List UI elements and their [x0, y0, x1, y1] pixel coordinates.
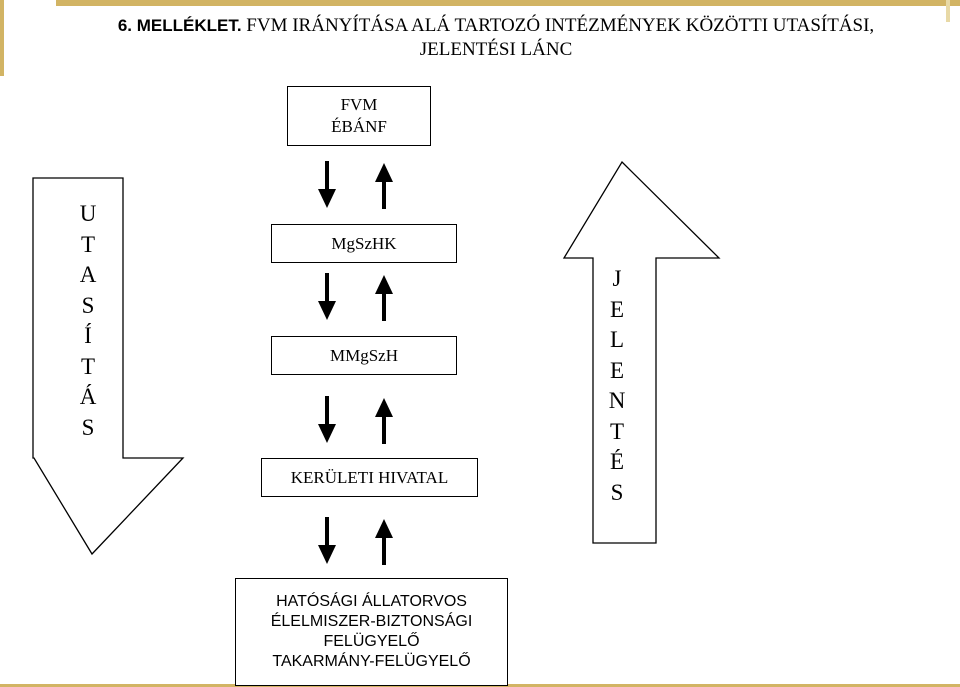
node-fvm-line2: ÉBÁNF: [331, 117, 387, 136]
down-arrow-icon: [318, 161, 336, 208]
jelentes-label: J E L E N T É S: [599, 264, 635, 508]
node-hatosagi-line1: HATÓSÁGI ÁLLATORVOS: [276, 593, 467, 610]
jelentes-letter: S: [610, 479, 624, 505]
utasitas-down-arrow: [32, 177, 185, 556]
jelentes-letter: E: [609, 357, 625, 383]
title-lead: 6. MELLÉKLET.: [117, 16, 242, 35]
utasitas-letter: T: [80, 353, 96, 379]
jelentes-letter: E: [609, 296, 625, 322]
node-hatosagi-allatorvos: HATÓSÁGI ÁLLATORVOS ÉLELMISZER-BIZTONSÁG…: [235, 578, 508, 686]
up-arrow-icon: [375, 519, 393, 565]
utasitas-letter: S: [81, 292, 95, 318]
node-mgszhk: MgSzHK: [271, 224, 457, 263]
frame-top-line: [56, 0, 960, 6]
title-line1: FVM IRÁNYÍTÁSA ALÁ TARTOZÓ INTÉZMÉNYEK K…: [241, 15, 875, 36]
node-mmgszh: MMgSzH: [271, 336, 457, 375]
arrow-pair-2: [313, 273, 393, 321]
arrow-pair-3: [313, 396, 393, 444]
utasitas-letter: S: [81, 414, 95, 440]
utasitas-letter: A: [79, 262, 97, 287]
utasitas-label: U T A S Í T Á S: [73, 199, 103, 443]
down-arrow-icon: [318, 396, 336, 443]
jelentes-letter: J: [612, 266, 622, 291]
node-hatosagi-line2: ÉLELMISZER-BIZTONSÁGI: [270, 613, 473, 630]
node-mmgszh-label: MMgSzH: [329, 345, 398, 365]
node-kerulet-label: KERÜLETI HIVATAL: [290, 467, 449, 487]
title-line2: JELENTÉSI LÁNC: [419, 39, 573, 60]
node-hatosagi-line4: TAKARMÁNY-FELÜGYELŐ: [272, 653, 471, 670]
arrow-pair-1: [313, 161, 393, 209]
jelentes-letter: N: [608, 388, 626, 413]
frame-left-line: [0, 0, 4, 76]
node-fvm-line1: FVM: [340, 95, 378, 114]
node-mgszhk-label: MgSzHK: [331, 233, 397, 253]
jelentes-up-arrow: [562, 160, 721, 544]
up-arrow-icon: [375, 275, 393, 321]
node-kerulet-hivatal: KERÜLETI HIVATAL: [261, 458, 478, 497]
node-fvm-ebanf: FVM ÉBÁNF: [287, 86, 431, 146]
down-arrow-icon: [318, 517, 336, 564]
page-title: 6. MELLÉKLET. FVM IRÁNYÍTÁSA ALÁ TARTOZÓ…: [56, 14, 936, 62]
utasitas-letter: Í: [84, 323, 92, 348]
jelentes-letter: É: [609, 449, 625, 474]
up-arrow-icon: [375, 398, 393, 444]
jelentes-letter: T: [609, 418, 625, 444]
node-hatosagi-line3: FELÜGYELŐ: [323, 633, 420, 650]
frame-right-line: [946, 0, 950, 22]
utasitas-letter: U: [79, 201, 97, 226]
jelentes-letter: L: [609, 327, 625, 352]
arrow-pair-4: [313, 517, 393, 565]
utasitas-letter: T: [80, 231, 96, 257]
utasitas-letter: Á: [79, 384, 97, 409]
down-arrow-icon: [318, 273, 336, 320]
up-arrow-icon: [375, 163, 393, 209]
